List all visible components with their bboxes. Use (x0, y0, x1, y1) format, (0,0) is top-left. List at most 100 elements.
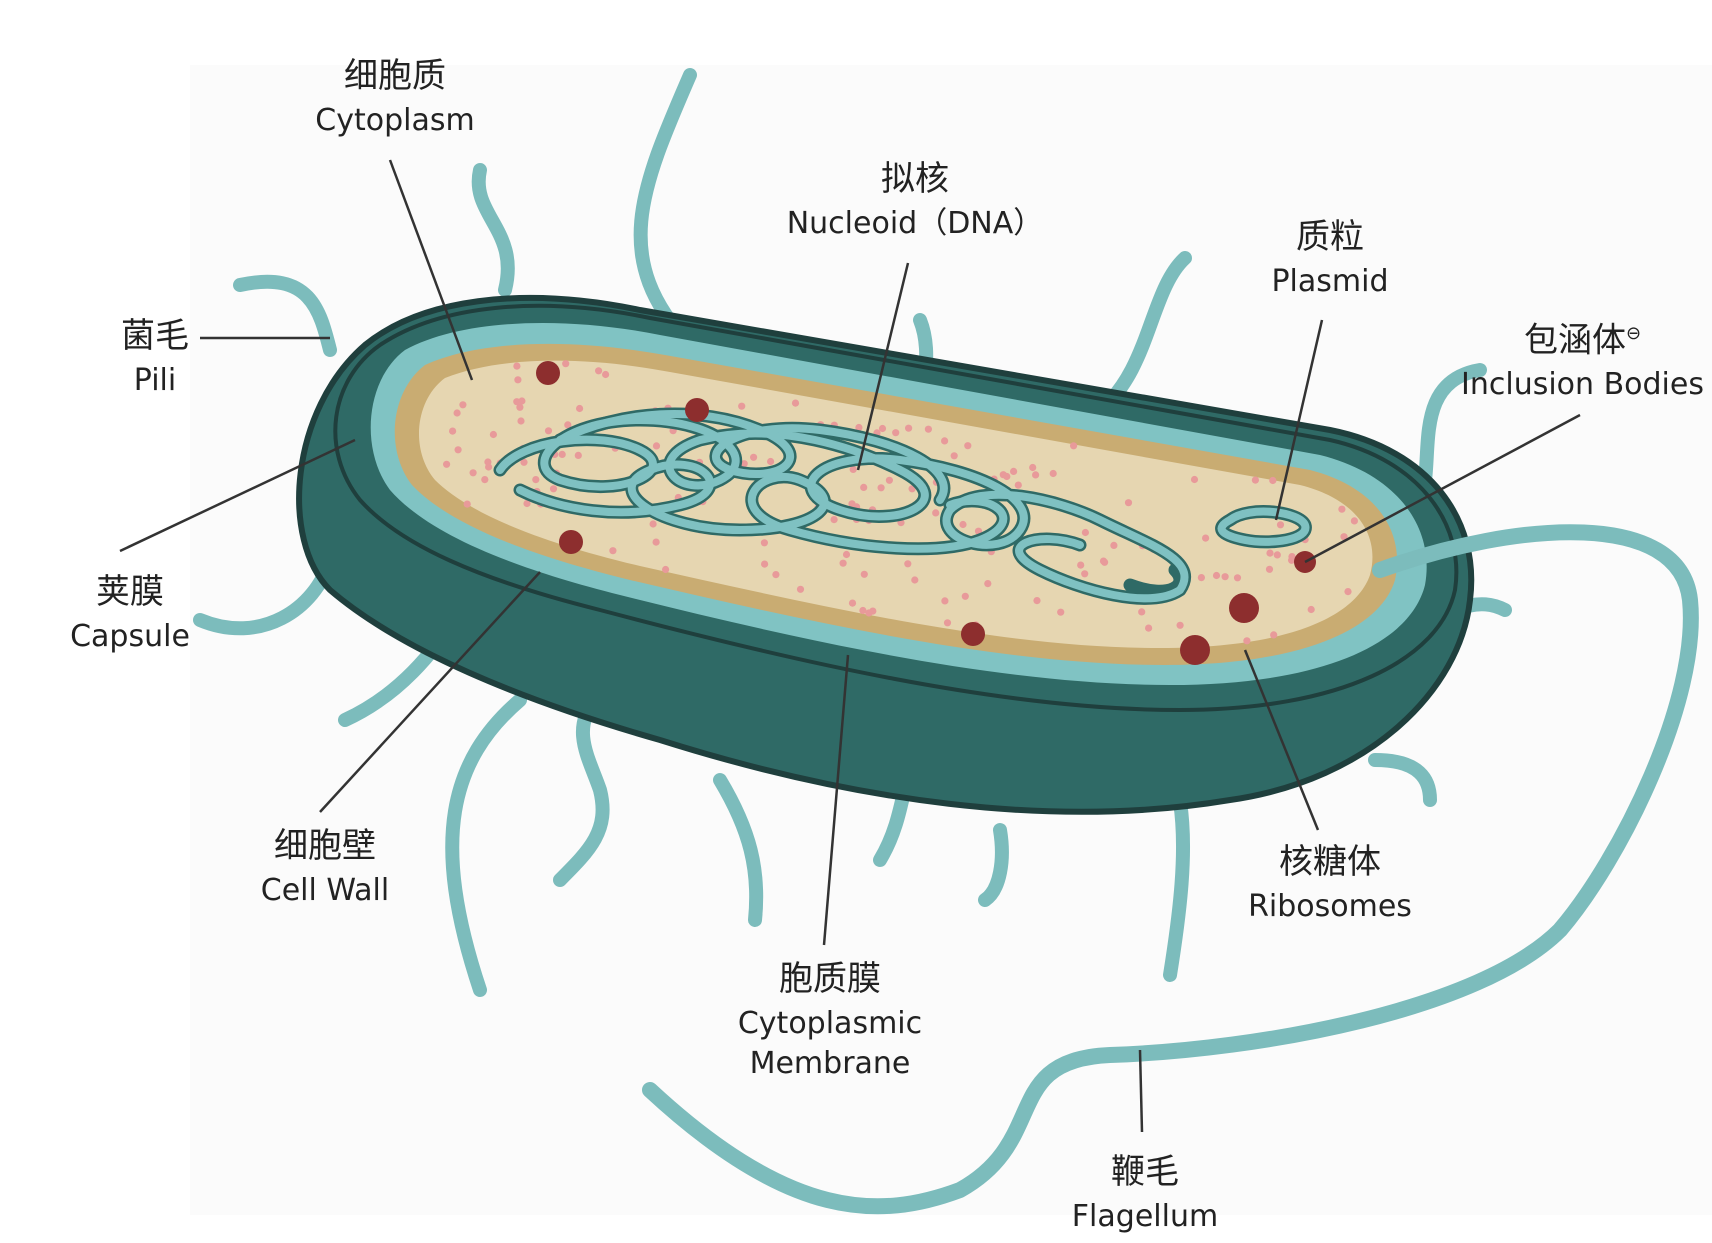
leader-flagellum (1138, 1049, 1144, 1133)
ribosome (830, 516, 838, 524)
ribosome (1197, 574, 1205, 582)
label-plasmid: 质粒 Plasmid (1245, 213, 1415, 303)
label-cell-wall-zh: 细胞壁 (274, 826, 376, 866)
label-membrane-en: Cytoplasmic (737, 1006, 923, 1041)
ribosome (932, 509, 940, 517)
label-capsule: 荚膜 Capsule (60, 568, 200, 658)
ribosome (484, 458, 492, 466)
leader-capsule (119, 438, 356, 553)
cytoplasm-area (418, 360, 1373, 648)
ribosome (564, 421, 572, 429)
ribosome (481, 476, 489, 484)
pilus (633, 68, 697, 352)
ribosome (662, 565, 670, 574)
pilus (233, 274, 337, 357)
ribosome (855, 423, 863, 432)
ribosome (649, 520, 657, 528)
ribosome (549, 485, 558, 493)
ribosome (941, 437, 949, 445)
label-ribosomes-en: Ribosomes (1248, 889, 1412, 924)
ribosome (532, 476, 540, 484)
ribosome (1010, 467, 1018, 475)
label-capsule-zh: 荚膜 (96, 572, 164, 612)
ribosome (453, 409, 461, 417)
ribosome (950, 452, 958, 460)
ribosome (848, 599, 857, 607)
ribosome (469, 469, 477, 477)
ribosome (860, 483, 868, 491)
ribosome (514, 376, 522, 384)
inclusion-bodies-group (536, 361, 1316, 665)
ribosome (750, 453, 758, 461)
label-plasmid-en: Plasmid (1271, 264, 1389, 299)
inclusion-body (961, 622, 985, 646)
leader-nucleoid (856, 262, 910, 471)
leader-membrane (822, 654, 850, 946)
ribosome (961, 592, 969, 600)
ribosome (959, 520, 967, 529)
ribosome (1190, 475, 1199, 484)
leader-cell-wall (319, 571, 541, 813)
ribosome (1243, 637, 1251, 645)
ribosome (459, 401, 467, 409)
label-cytoplasm-zh: 细胞质 (344, 56, 446, 96)
pilus (553, 693, 610, 887)
label-cytoplasm-en: Cytoplasm (315, 103, 475, 138)
label-plasmid-zh: 质粒 (1296, 217, 1364, 257)
label-pili: 菌毛 Pili (95, 312, 215, 402)
ribosome (999, 471, 1007, 479)
label-nucleoid: 拟核 Nucleoid（DNA） (765, 155, 1065, 245)
inclusion-body (1229, 593, 1259, 623)
ribosome (1269, 476, 1277, 485)
label-inclusion-en: Inclusion Bodies (1461, 367, 1704, 403)
leader-inclusion (1304, 413, 1581, 564)
ribosome (1032, 471, 1040, 479)
ribosome (1057, 608, 1065, 616)
ribosome (1307, 605, 1315, 614)
ribosome (738, 402, 746, 410)
ribosome (1288, 556, 1296, 564)
ribosome (760, 539, 769, 547)
ribosome (964, 442, 972, 450)
ribosome (516, 403, 524, 411)
ribosome (1265, 565, 1274, 573)
leader-cytoplasm (388, 159, 474, 381)
pilus (445, 693, 527, 997)
ribosome (761, 560, 769, 568)
ribosome (911, 576, 919, 584)
flagellum-strand (642, 524, 1699, 1215)
label-cell-wall: 细胞壁 Cell Wall (245, 822, 405, 912)
ribosome (520, 458, 528, 466)
ribosome (767, 457, 775, 466)
ribosome (558, 450, 566, 458)
ribosome (1029, 463, 1037, 472)
ribosome (1350, 517, 1358, 525)
label-nucleoid-zh: 拟核 (881, 159, 949, 199)
label-cytoplasm: 细胞质 Cytoplasm (300, 52, 490, 142)
pilus (978, 823, 1009, 907)
ribosome (984, 580, 992, 588)
label-nucleoid-en: Nucleoid（DNA） (786, 206, 1044, 241)
ribosome (796, 585, 805, 593)
ribosome (517, 417, 525, 425)
inclusion-body (536, 361, 560, 385)
ribosome (869, 607, 877, 615)
ribosome (609, 547, 617, 555)
ribosome (574, 451, 582, 459)
ribosome (489, 430, 497, 439)
ribosome (1212, 571, 1221, 580)
inclusion-body (1180, 635, 1210, 665)
ribosome (878, 424, 887, 433)
dna-strand (1123, 563, 1187, 598)
label-inclusion-bodies: 包涵体⊖ Inclusion Bodies (1460, 310, 1705, 406)
pilus (713, 773, 764, 927)
ribosome (908, 485, 916, 493)
ribosome (1338, 505, 1346, 513)
ribosome (892, 429, 900, 437)
dna-strand-highlight (516, 460, 1008, 553)
ribosome (1233, 574, 1242, 582)
ribosome (943, 619, 952, 627)
ribosome (595, 367, 603, 375)
ribosome (1099, 557, 1108, 565)
ribosome (1266, 549, 1274, 557)
